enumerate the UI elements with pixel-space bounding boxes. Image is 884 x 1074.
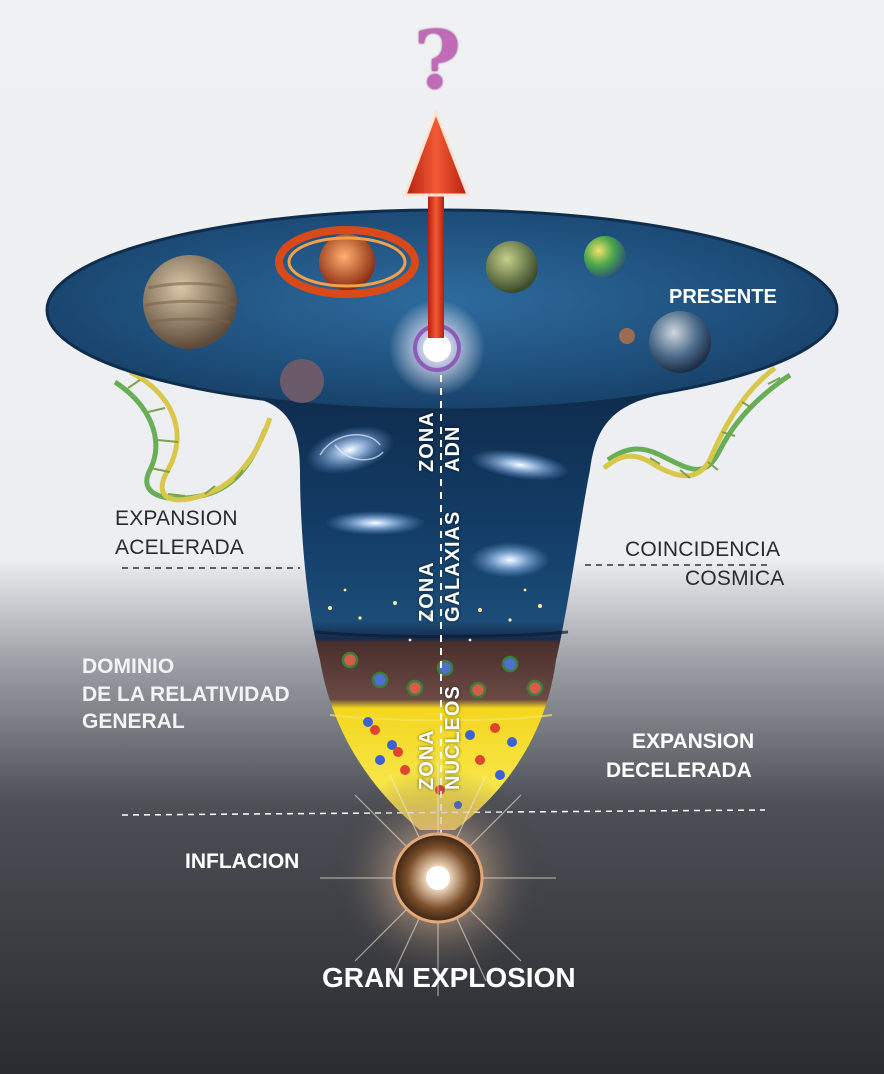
colorful-planet bbox=[584, 236, 626, 278]
stars bbox=[328, 588, 542, 642]
label-coincidencia-2: COSMICA bbox=[685, 567, 785, 590]
label-coincidencia-1: COINCIDENCIA bbox=[625, 538, 781, 561]
zone-galaxias-label: ZONA GALAXIAS bbox=[414, 511, 466, 622]
zone-adn-label: ZONA ADN bbox=[414, 411, 466, 472]
label-gran-explosion: GRAN EXPLOSION bbox=[322, 962, 576, 993]
up-arrow-icon bbox=[402, 107, 471, 338]
zone-nucleos-line-2: NUCLEOS bbox=[442, 685, 464, 790]
zone-nucleos-label: ZONA NUCLEOS bbox=[414, 685, 466, 790]
label-expansion-acelerada-2: ACELERADA bbox=[115, 536, 245, 559]
label-dominio-1: DOMINIO bbox=[82, 655, 175, 678]
green-planet bbox=[486, 241, 538, 293]
dna-helix-left bbox=[113, 369, 273, 503]
mars-like-planet bbox=[280, 359, 324, 403]
label-presente: PRESENTE bbox=[669, 286, 777, 308]
label-inflacion: INFLACION bbox=[185, 850, 300, 873]
small-brown-planet bbox=[619, 328, 635, 344]
galaxy-3 bbox=[325, 511, 425, 535]
earth bbox=[649, 311, 711, 373]
label-dominio-3: GENERAL bbox=[82, 710, 185, 733]
label-expansion-acelerada-1: EXPANSION bbox=[115, 507, 238, 530]
galaxy-spiral-1 bbox=[306, 425, 394, 475]
saturn bbox=[275, 226, 419, 298]
zone-nucleos-line-1: ZONA bbox=[416, 729, 438, 790]
zone-adn-line-2: ADN bbox=[442, 425, 464, 472]
question-mark: ? bbox=[414, 13, 461, 107]
zone-adn-line-1: ZONA bbox=[416, 411, 438, 472]
galaxy-2 bbox=[470, 449, 570, 481]
dna-helix-right bbox=[602, 365, 792, 479]
label-expansion-decelerada-2: DECELERADA bbox=[606, 759, 752, 782]
label-dominio-2: DE LA RELATIVIDAD bbox=[82, 683, 290, 706]
zone-galaxias-line-2: GALAXIAS bbox=[442, 510, 464, 622]
label-expansion-decelerada-1: EXPANSION bbox=[632, 730, 755, 753]
galaxy-4 bbox=[470, 542, 550, 578]
funnel-body bbox=[238, 395, 660, 830]
zone-galaxias-line-1: ZONA bbox=[416, 561, 438, 622]
jupiter bbox=[143, 255, 237, 349]
big-bang bbox=[320, 760, 556, 996]
